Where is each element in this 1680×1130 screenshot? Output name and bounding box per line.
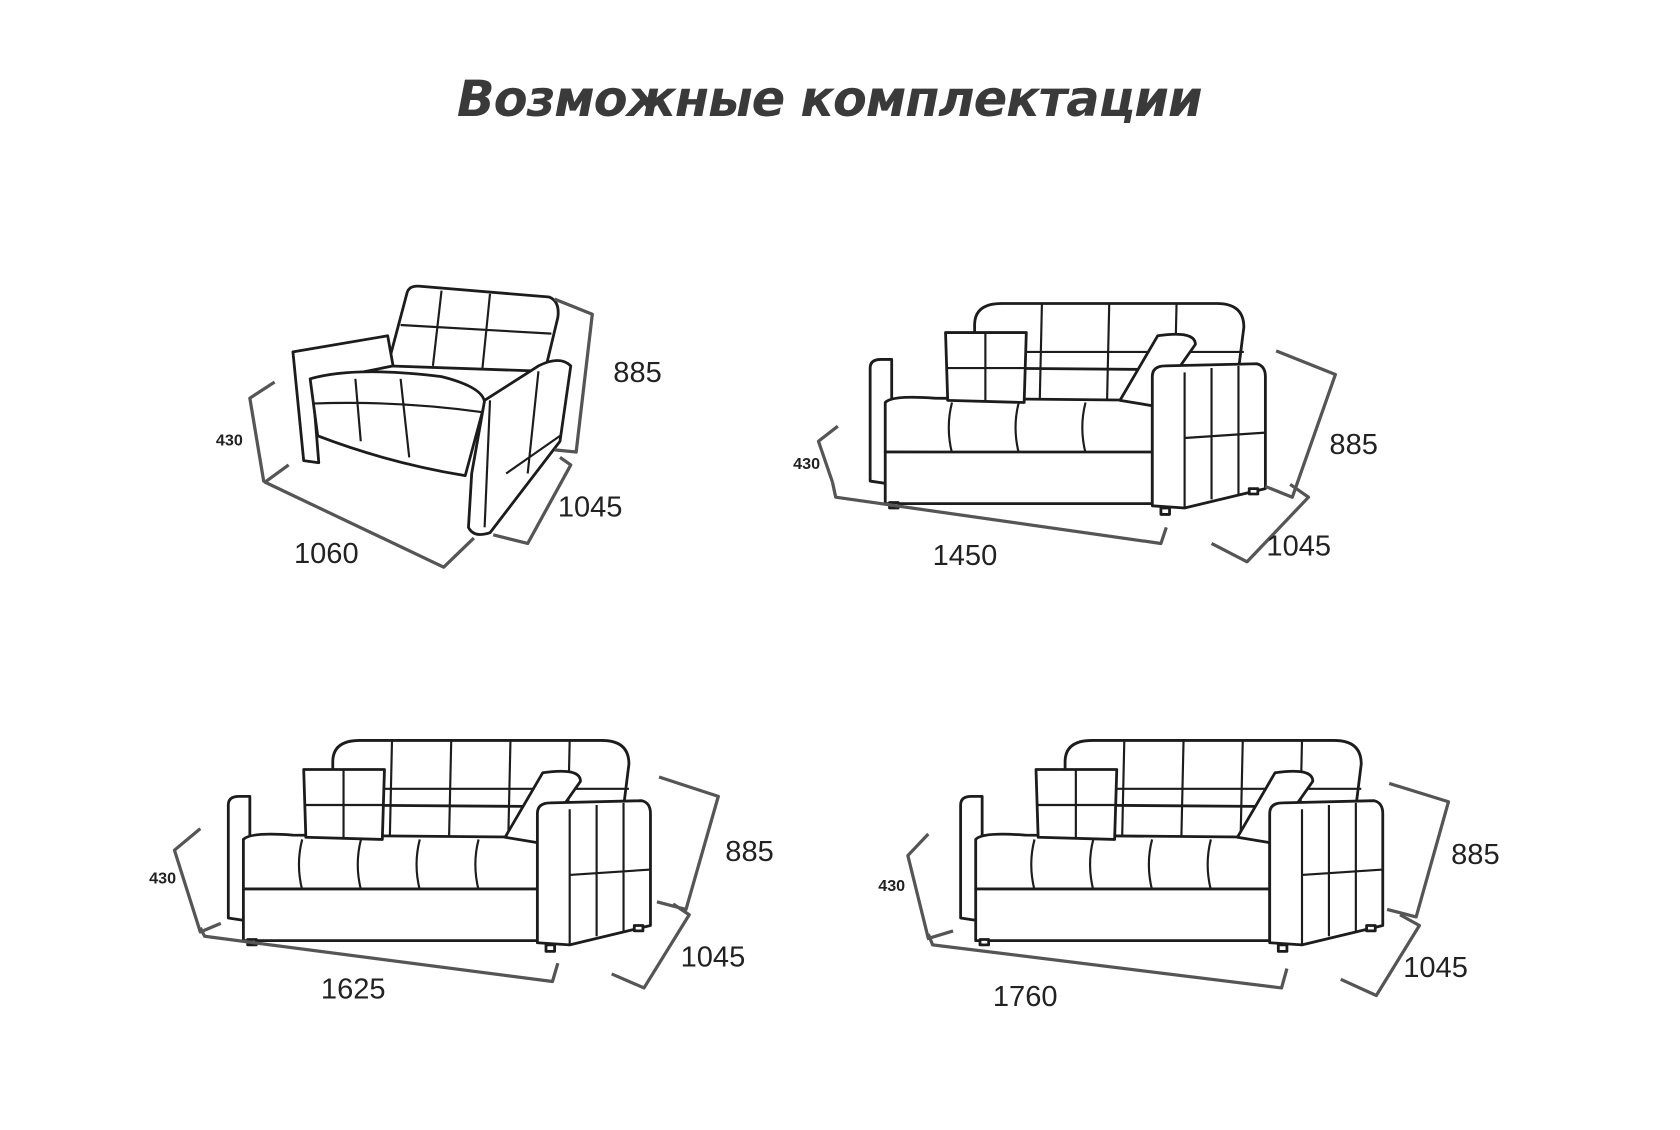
- sofa-leg: [632, 924, 645, 933]
- seat-height-label: 430: [793, 455, 820, 473]
- pillow-seam: [1036, 769, 1117, 838]
- sofa-leg: [1276, 943, 1289, 953]
- seat-height-label: 430: [216, 432, 243, 450]
- sofa-1625-drawing: [226, 739, 652, 953]
- arm-seam: [568, 802, 651, 945]
- dim-line-depth: [611, 902, 691, 990]
- height-label: 885: [725, 836, 773, 868]
- armchair-drawing: [291, 284, 573, 536]
- seat: [974, 832, 1272, 893]
- seat-seam: [947, 402, 954, 454]
- dim-line-width: [263, 463, 475, 569]
- width-label: 1450: [933, 540, 998, 572]
- seat-seam: [1147, 839, 1154, 891]
- dim-line-seat-height: [172, 827, 222, 934]
- seat-seam: [1081, 402, 1087, 454]
- width-label: 1060: [294, 538, 359, 570]
- seat-seam: [415, 839, 421, 891]
- seat-seam: [1030, 839, 1036, 891]
- depth-label: 1045: [681, 941, 746, 973]
- dim-line-height: [1386, 781, 1451, 919]
- pillow-seam: [945, 332, 1027, 401]
- width-label: 1760: [993, 981, 1058, 1013]
- seat-seam: [297, 839, 304, 891]
- seat-seam: [1206, 839, 1212, 891]
- dim-line-height: [656, 775, 720, 911]
- height-label: 885: [613, 357, 661, 389]
- sofa-base: [974, 887, 1272, 942]
- pillow-seam: [303, 769, 385, 838]
- sofa-leg: [978, 938, 991, 947]
- dim-line-seat-height: [906, 832, 954, 941]
- sofa-1625-diagram: 430 885 1045 1625: [149, 739, 774, 1006]
- depth-label: 1045: [558, 492, 623, 524]
- sofa-1760-drawing: [959, 739, 1385, 953]
- seat-height-label: 430: [149, 870, 176, 888]
- sofa-leg: [544, 943, 557, 953]
- sofa-1450-drawing: [868, 302, 1267, 516]
- armchair-diagram: 430 885 1045 1060: [216, 284, 662, 570]
- page-title: Возможные комплектации: [457, 70, 1202, 128]
- sofa-leg: [1247, 487, 1260, 496]
- width-label: 1625: [321, 974, 386, 1006]
- sofa-1450-diagram: 430 885 1045 1450: [793, 302, 1378, 572]
- seat-seam: [356, 839, 363, 891]
- dim-line-height: [1264, 349, 1337, 499]
- dim-line-depth: [492, 456, 573, 546]
- sofa-1760-diagram: 430 885 1045 1760: [878, 739, 1500, 1013]
- sofa-leg: [1365, 924, 1377, 933]
- sofa-base: [241, 887, 539, 942]
- seat: [241, 832, 539, 893]
- seat-seam: [1014, 402, 1020, 454]
- dim-line-seat-height: [248, 380, 276, 483]
- dim-line-depth: [1210, 482, 1311, 564]
- seat-seam: [474, 839, 480, 891]
- height-label: 885: [1329, 429, 1377, 461]
- arm-seam: [1300, 802, 1383, 945]
- dim-line-seat-height: [816, 424, 839, 483]
- sofa-base: [883, 450, 1154, 506]
- depth-label: 1045: [1266, 530, 1331, 562]
- dim-line-depth: [1340, 913, 1421, 998]
- arm-seam: [1183, 365, 1266, 508]
- sofa-leg: [1159, 506, 1171, 516]
- height-label: 885: [1451, 839, 1499, 871]
- dim-line-width: [926, 933, 1289, 990]
- dim-line-width: [830, 481, 1168, 546]
- seat-height-label: 430: [878, 877, 905, 895]
- dim-line-height: [554, 297, 594, 454]
- seat-seam: [1088, 839, 1095, 891]
- depth-label: 1045: [1403, 952, 1468, 984]
